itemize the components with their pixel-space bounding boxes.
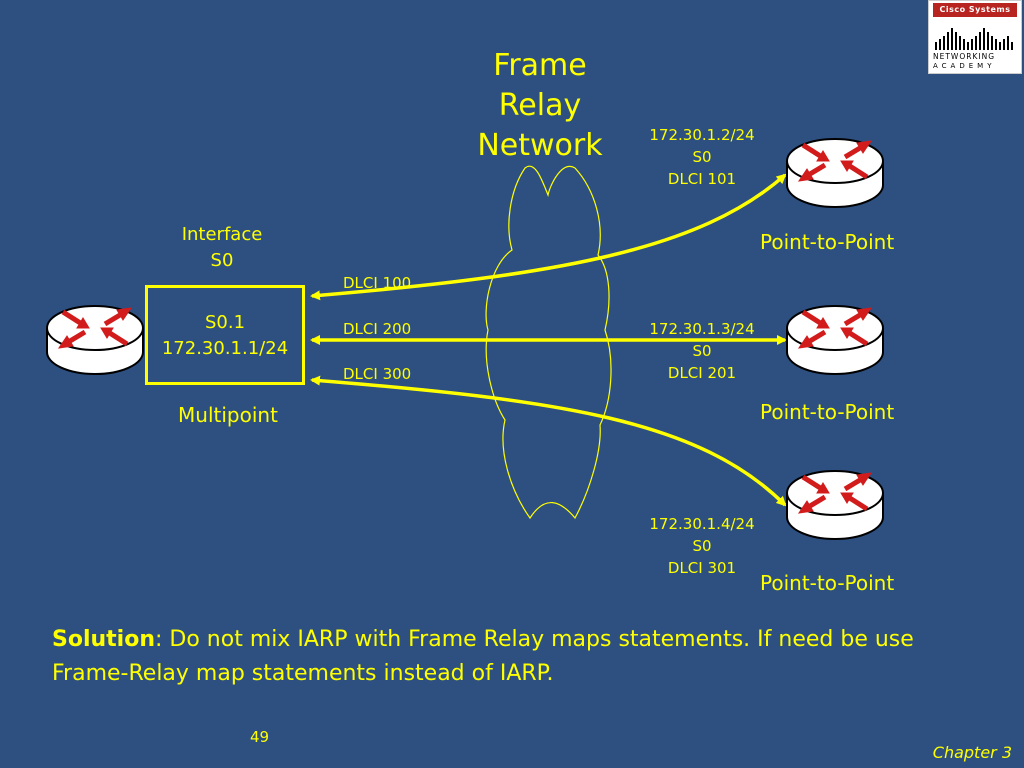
router-spoke-3-icon: [787, 471, 883, 539]
frame-relay-cloud: [485, 165, 612, 520]
link-dlci-300: [310, 375, 787, 507]
cisco-networking-academy-logo: Cisco Systems NETWORKING ACADEMY: [928, 0, 1022, 74]
spoke-2-mode: Point-to-Point: [760, 400, 895, 424]
hub-subinterface-box: S0.1 172.30.1.1/24: [145, 285, 305, 385]
logo-bridge-icon: [935, 28, 1013, 50]
logo-line-2: ACADEMY: [933, 62, 996, 70]
spoke-ip: 172.30.1.3/24: [649, 320, 755, 338]
cloud-title-line: Network: [477, 128, 603, 163]
hub-interface-line: Interface: [181, 224, 263, 245]
page-number: 49: [250, 728, 270, 746]
dlci-label-200: DLCI 200: [343, 320, 412, 338]
router-spoke-2-icon: [787, 306, 883, 374]
spoke-interface: S0: [692, 537, 712, 555]
spoke-3-mode: Point-to-Point: [760, 571, 895, 595]
hub-subinterface-ip: 172.30.1.1/24: [161, 338, 289, 359]
link-dlci-100: [310, 173, 787, 301]
spoke-dlci: DLCI 101: [667, 170, 737, 188]
router-hub-icon: [47, 306, 143, 374]
logo-brand: Cisco Systems: [933, 3, 1017, 17]
chapter-label: Chapter 3: [932, 743, 1012, 762]
spoke-dlci: DLCI 201: [667, 364, 737, 382]
dlci-label-100: DLCI 100: [343, 274, 412, 292]
spoke-dlci: DLCI 301: [667, 559, 737, 577]
spoke-ip: 172.30.1.2/24: [649, 126, 755, 144]
hub-interface-line: S0: [210, 250, 234, 271]
dlci-label-300: DLCI 300: [343, 365, 412, 383]
spoke-3-address: 172.30.1.4/24 S0 DLCI 301: [627, 513, 777, 579]
spoke-interface: S0: [692, 342, 712, 360]
spoke-1-address: 172.30.1.2/24 S0 DLCI 101: [627, 124, 777, 190]
logo-line-1: NETWORKING: [933, 52, 996, 61]
spoke-interface: S0: [692, 148, 712, 166]
hub-mode-label: Multipoint: [178, 403, 278, 427]
solution-label: Solution: [52, 627, 155, 652]
hub-interface-label: Interface S0: [160, 222, 284, 274]
router-spoke-1-icon: [787, 139, 883, 207]
solution-text: Solution: Do not mix IARP with Frame Rel…: [52, 623, 952, 691]
spoke-ip: 172.30.1.4/24: [649, 515, 755, 533]
cloud-title: Frame Relay Network: [460, 46, 620, 166]
cloud-title-line: Relay: [498, 88, 582, 123]
solution-body: : Do not mix IARP with Frame Relay maps …: [52, 627, 914, 686]
hub-subinterface-name: S0.1: [204, 312, 246, 333]
cloud-title-line: Frame: [493, 48, 587, 83]
spoke-2-address: 172.30.1.3/24 S0 DLCI 201: [627, 318, 777, 384]
spoke-1-mode: Point-to-Point: [760, 230, 895, 254]
